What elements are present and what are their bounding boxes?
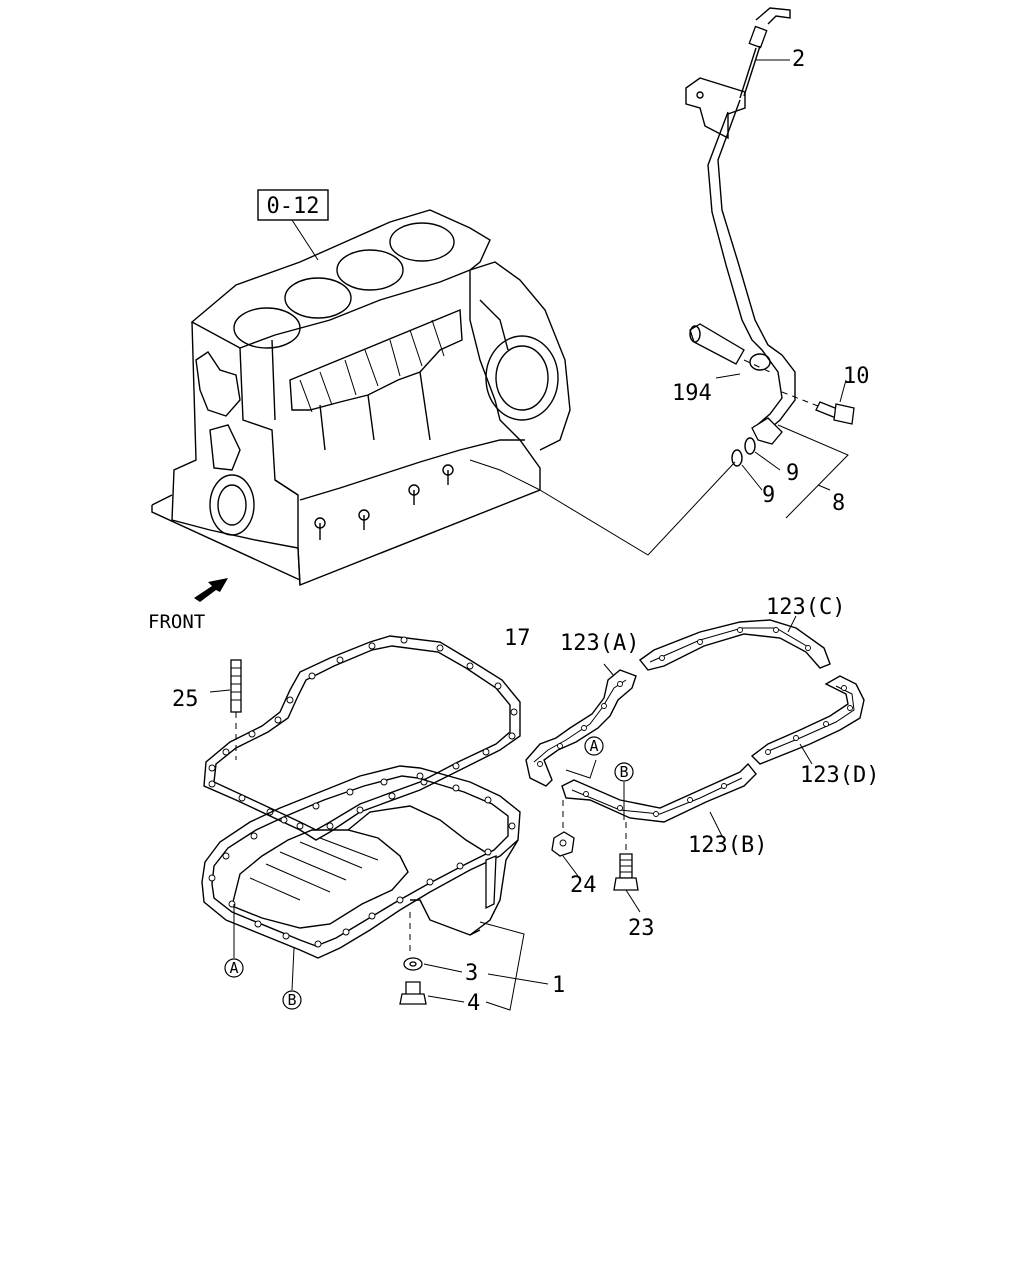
callout-drain-plug[interactable]: 4	[467, 991, 480, 1016]
callout-oring-upper[interactable]: 9	[786, 461, 799, 486]
oring-leader-line	[539, 461, 736, 556]
callout-gasket-c[interactable]: 123(C)	[766, 595, 845, 620]
callout-dipstick[interactable]: 2	[792, 47, 805, 72]
callout-gasket-d[interactable]: 123(D)	[800, 763, 879, 788]
marker-b-gasket-label: B	[619, 763, 628, 781]
gasket-123-c	[638, 619, 831, 671]
marker-b-pan: B	[282, 990, 302, 1010]
ref-box-label[interactable]: 0-12	[267, 194, 320, 219]
callout-oil-pan[interactable]: 1	[552, 973, 565, 998]
callout-stud[interactable]: 25	[172, 687, 199, 712]
callout-bolt[interactable]: 10	[843, 364, 870, 389]
callout-guide-pin[interactable]: 194	[672, 381, 712, 406]
marker-a-pan-label: A	[229, 959, 238, 977]
callout-oring-set[interactable]: 8	[832, 491, 845, 516]
drain-parts	[399, 912, 549, 1011]
callout-washer[interactable]: 3	[465, 961, 478, 986]
callout-pan-bolt[interactable]: 23	[628, 916, 655, 941]
marker-a-pan: A	[224, 958, 244, 978]
gasket-123-a	[525, 669, 637, 787]
callout-labels: 0-12 FRONT 2 194 10 9 9 8 17 25 123(A) 1…	[148, 47, 879, 1016]
marker-b-gasket: B	[614, 762, 634, 782]
front-arrow-icon	[194, 578, 228, 602]
engine-block	[151, 209, 571, 587]
gasket-123-d	[750, 675, 865, 765]
callout-gasket[interactable]: 17	[504, 626, 531, 651]
oil-pan-holes	[208, 772, 516, 948]
oil-pan	[201, 765, 521, 959]
marker-a-gasket: A	[584, 736, 604, 756]
nut-24	[551, 800, 579, 877]
bolt-10	[781, 391, 855, 425]
o-rings	[731, 437, 756, 467]
bolt-23	[613, 822, 641, 913]
callout-nut[interactable]: 24	[570, 873, 597, 898]
gasket-17	[203, 635, 521, 841]
stud-25	[209, 659, 242, 760]
bracket-8	[777, 424, 849, 519]
guide-pin	[689, 323, 771, 373]
ref-box-frame	[257, 189, 329, 221]
oil-dipstick	[685, 7, 796, 445]
marker-a-gasket-label: A	[589, 737, 598, 755]
marker-b-pan-label: B	[287, 991, 296, 1009]
gasket-123-b	[561, 762, 757, 823]
front-label: FRONT	[148, 611, 205, 633]
callout-oring-lower[interactable]: 9	[762, 483, 775, 508]
callout-gasket-b[interactable]: 123(B)	[688, 833, 767, 858]
gasket-17-holes	[208, 636, 518, 830]
callout-gasket-a[interactable]: 123(A)	[560, 631, 639, 656]
